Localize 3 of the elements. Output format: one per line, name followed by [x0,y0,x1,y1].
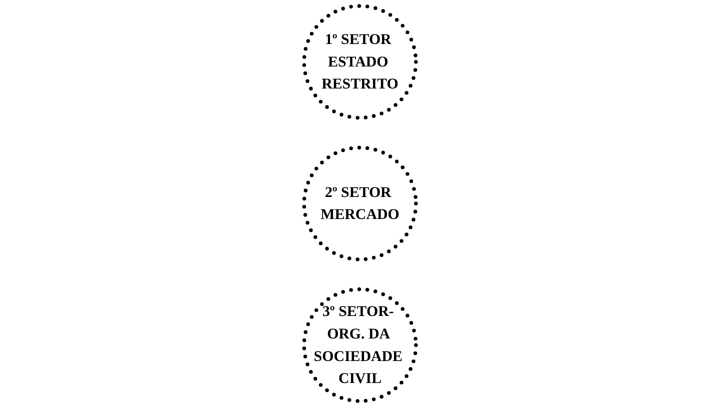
node-circle: 1º SETOR ESTADO RESTRITO [302,4,418,120]
node-circle: 3º SETOR- ORG. DA SOCIEDADE CIVIL [302,287,418,403]
node-circle: 2º SETOR MERCADO [302,146,418,262]
